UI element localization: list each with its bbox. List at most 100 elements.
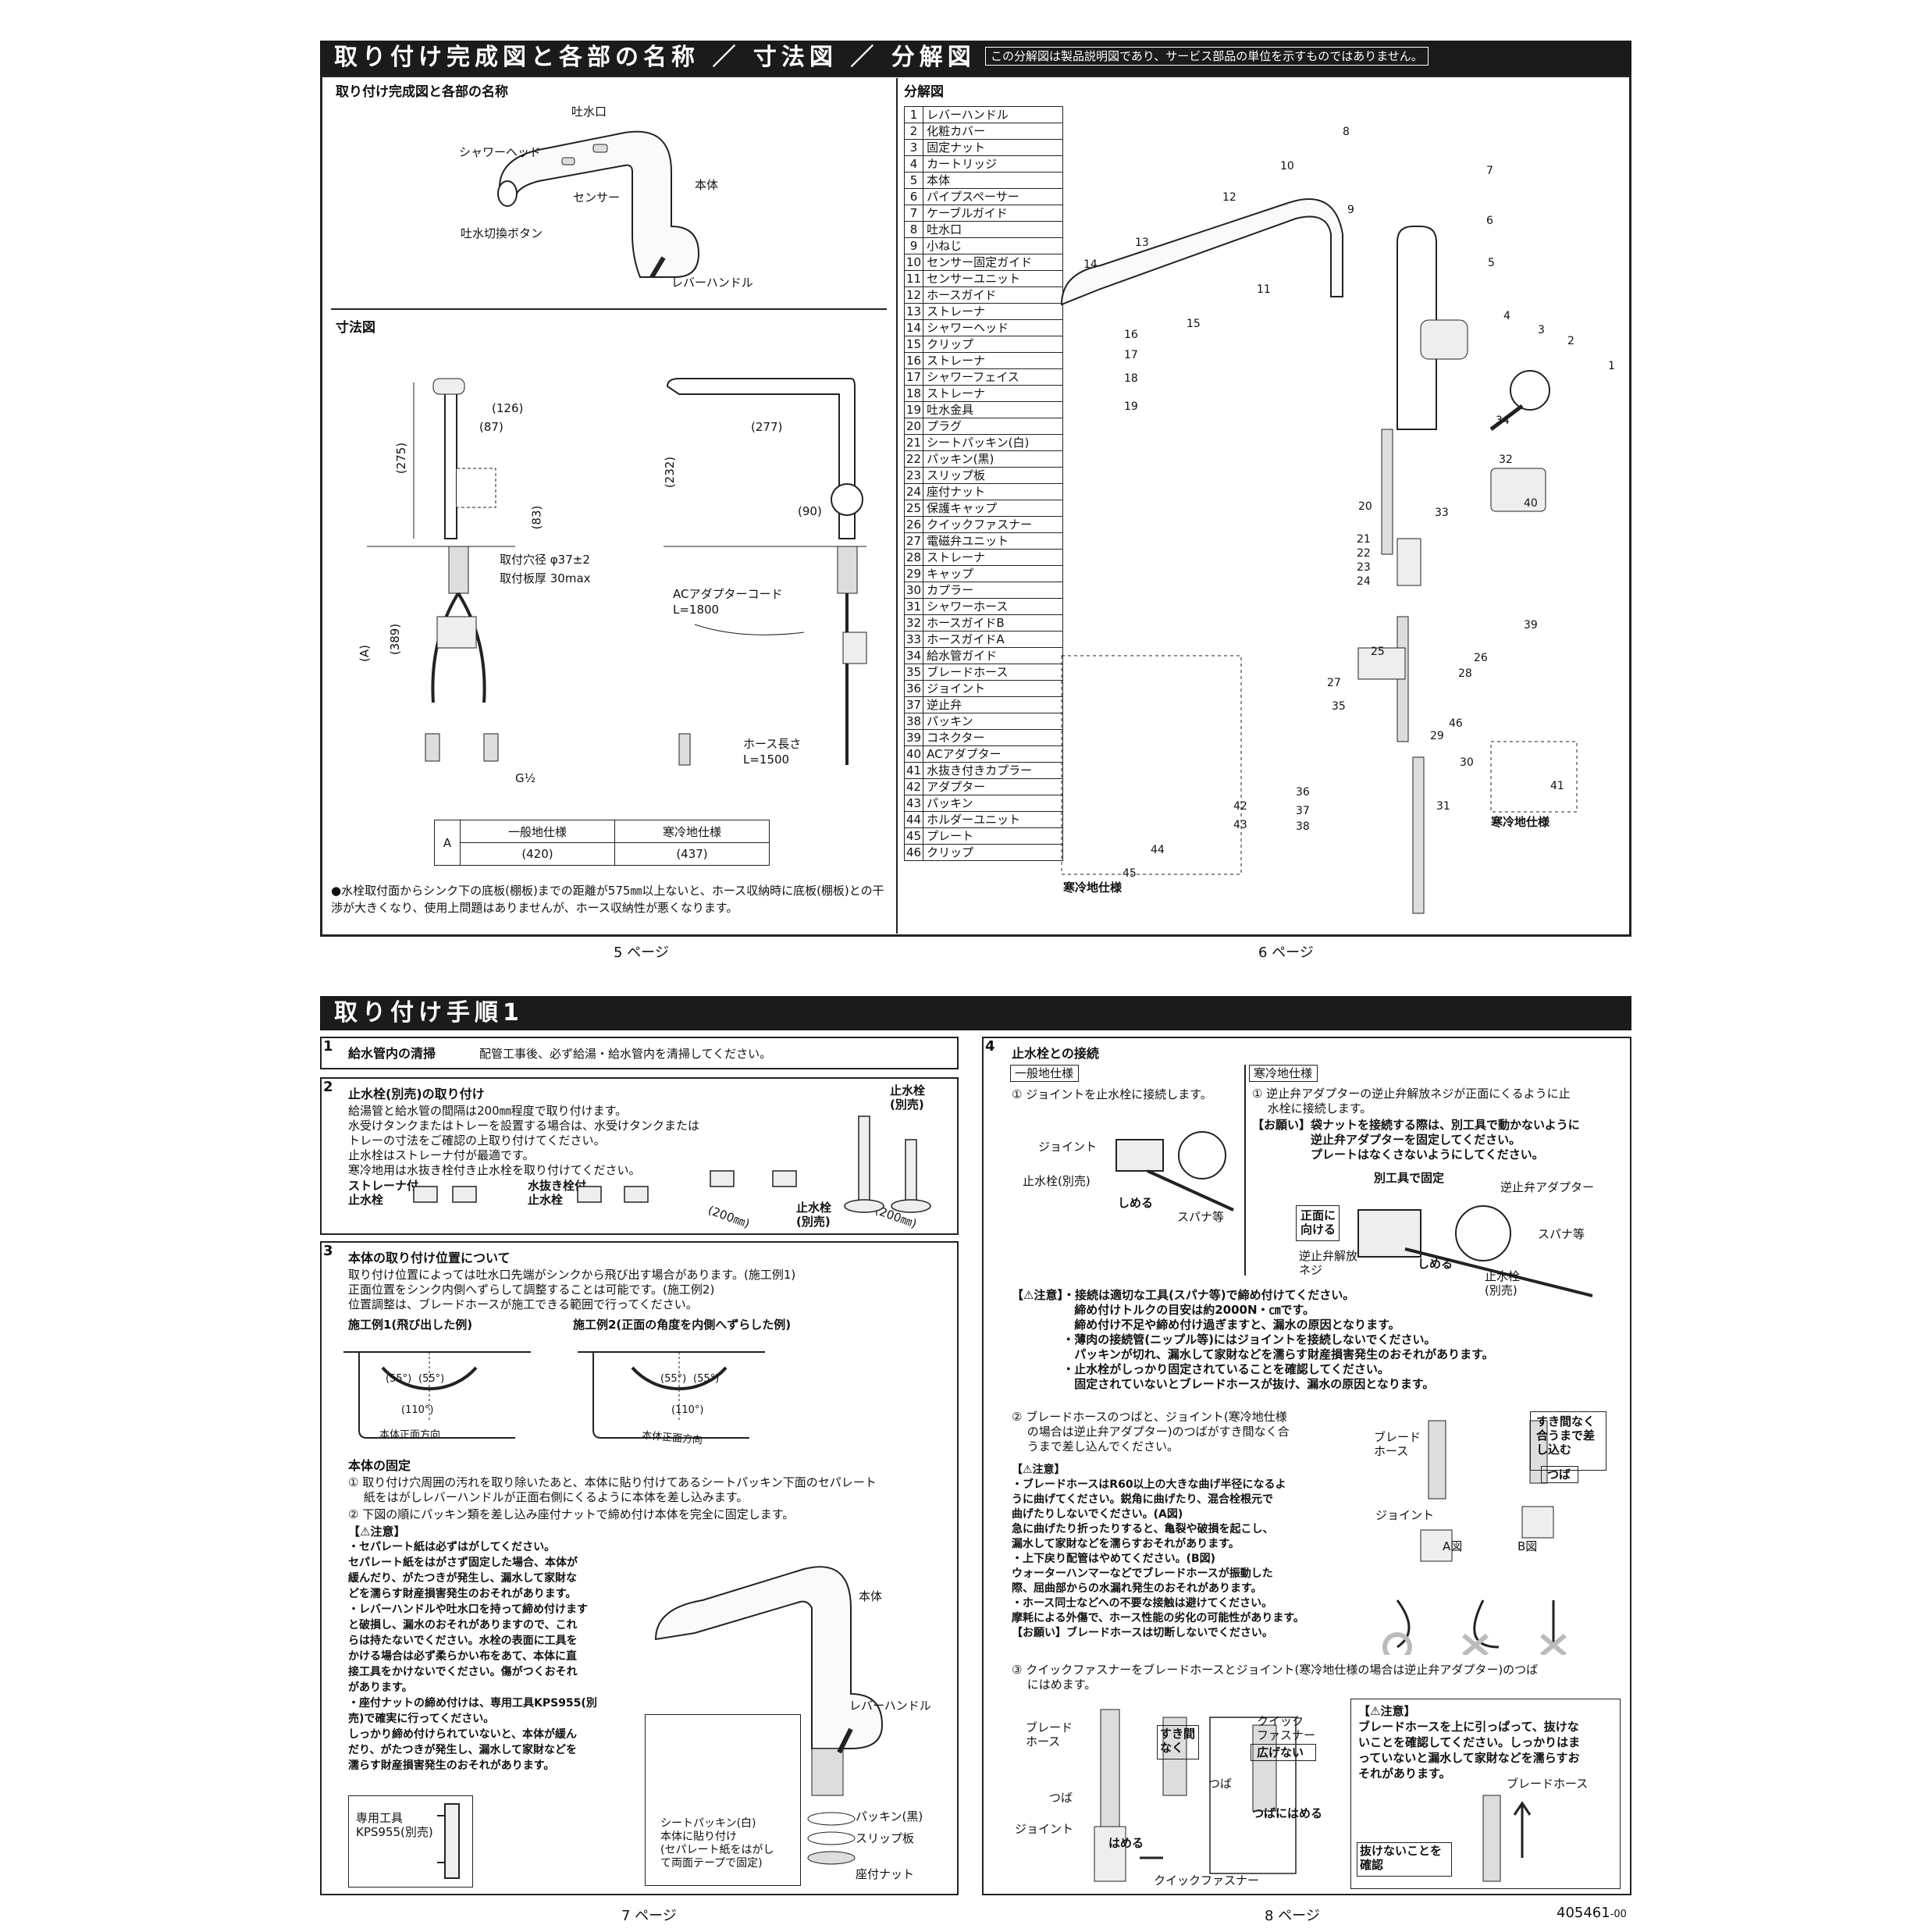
- parts-label: 座付ナット: [923, 483, 1064, 500]
- step-4-general-tag: [1010, 1065, 1079, 1082]
- step-4-step-3: ③ クイックファスナーをブレードホースとジョイント(寒冷地仕様の場合は逆止弁アダ…: [1012, 1663, 1539, 1692]
- step-3-example-2-diagram: [578, 1351, 765, 1439]
- exploded-callout: 46: [1449, 717, 1463, 730]
- parts-number: 7: [903, 205, 924, 222]
- step-3-text: 取り付け位置によっては吐水口先端がシンクから飛び出す場合があります。(施工例1)…: [348, 1268, 796, 1311]
- step-3-front-a: 本体正面方向: [379, 1429, 441, 1441]
- exploded-callout: 14: [1083, 258, 1098, 271]
- exploded-callout: 44: [1151, 844, 1165, 856]
- parts-label: ケーブルガイド: [923, 205, 1064, 222]
- label-lever: レバーハンドル: [671, 276, 753, 290]
- parts-number: 34: [903, 647, 924, 664]
- step-3-body-illustration: [654, 1566, 884, 1865]
- parts-number: 6: [903, 188, 924, 205]
- dim-hole: 取付穴径 φ37±2: [500, 553, 590, 567]
- dim-277: (277): [751, 420, 783, 434]
- dim-90: (90): [798, 504, 822, 518]
- parts-label: 本体: [923, 172, 1064, 189]
- parts-label: 小ねじ: [923, 237, 1064, 254]
- exploded-heading: 分解図: [904, 84, 944, 100]
- exploded-callout: 20: [1358, 500, 1372, 513]
- exploded-callout: 32: [1499, 454, 1513, 466]
- parts-number: 45: [903, 827, 924, 845]
- step-4-dont-spread: 広げない: [1257, 1745, 1304, 1759]
- exploded-callout: 7: [1486, 165, 1493, 177]
- step-4-gap-box: [1530, 1411, 1606, 1471]
- parts-number: 23: [903, 467, 924, 484]
- parts-number: 44: [903, 811, 924, 828]
- step-4-qf-2: クイック ファスナー: [1257, 1714, 1316, 1742]
- exploded-callout: 37: [1296, 805, 1310, 817]
- parts-label: 電磁弁ユニット: [923, 532, 1064, 550]
- exploded-callout: 9: [1347, 204, 1354, 216]
- exploded-callout: 43: [1233, 819, 1247, 831]
- dims-heading: 寸法図: [336, 320, 375, 336]
- step-4-separate-tool: 別工具で固定: [1374, 1171, 1445, 1185]
- step-4-face-front-box: [1296, 1205, 1340, 1241]
- step-4-figB: B図: [1517, 1539, 1538, 1553]
- parts-label: パイプスペーサー: [923, 188, 1064, 205]
- step-4-caution-3-box: [1350, 1699, 1621, 1889]
- parts-number: 5: [903, 172, 924, 189]
- parts-number: 9: [903, 237, 924, 254]
- step-2: [320, 1077, 959, 1235]
- step-1-number: 1: [323, 1038, 333, 1055]
- exploded-callout: 31: [1436, 800, 1450, 813]
- dimension-drawing-front: [664, 378, 867, 766]
- parts-number: 42: [903, 778, 924, 795]
- parts-number: 29: [903, 565, 924, 582]
- step-3-angle-55-b: (55°): [418, 1373, 445, 1385]
- parts-label: アダプター: [923, 778, 1064, 795]
- exploded-callout: 28: [1458, 667, 1472, 680]
- parts-label: カートリッジ: [923, 155, 1064, 173]
- step-3-fix-1: ① 取り付け穴周囲の汚れを取り除いたあと、本体に貼り付けてあるシートパッキン下面…: [348, 1475, 877, 1504]
- step-4: [982, 1037, 1631, 1895]
- step-4-dont-spread-box: [1251, 1744, 1316, 1761]
- parts-label: シャワーフェイス: [923, 368, 1064, 386]
- faucet-illustration: [497, 130, 700, 279]
- parts-label: 逆止弁: [923, 696, 1064, 713]
- exploded-callout: 25: [1371, 646, 1385, 658]
- exploded-callout: 19: [1124, 400, 1138, 413]
- dim-g12: G½: [515, 771, 536, 785]
- parts-number: 32: [903, 614, 924, 632]
- exploded-callout: 23: [1357, 561, 1371, 574]
- step-1: [320, 1037, 959, 1069]
- parts-label: コネクター: [923, 729, 1064, 746]
- step-4-cold-tag: [1249, 1065, 1318, 1082]
- doc-number: 405461-00: [1557, 1905, 1627, 1921]
- step-4-quick-fastener-illustration: [1094, 1709, 1297, 1882]
- parts-number: 25: [903, 500, 924, 517]
- parts-number: 41: [903, 762, 924, 779]
- exploded-callout: 29: [1430, 730, 1444, 742]
- cold-spec-label-1: 寒冷地仕様: [1063, 881, 1123, 895]
- step-4-no-gap-box: [1157, 1725, 1199, 1759]
- step-2-stop-valve-2: 止水栓 (別売): [796, 1201, 832, 1229]
- page-5: 5 ページ: [614, 945, 669, 961]
- exploded-callout: 35: [1332, 700, 1346, 713]
- parts-label: 固定ナット: [923, 139, 1064, 156]
- parts-label: ストレーナ: [923, 549, 1064, 566]
- step-4-caution-1: 【⚠注意】・接続は適切な工具(スパナ等)で締め付けてください。 締め付けトルクの…: [1012, 1288, 1494, 1391]
- step-4-braid-insert-illustration: [1382, 1420, 1567, 1655]
- parts-number: 37: [903, 696, 924, 713]
- spec-a: A: [434, 820, 461, 866]
- parts-number: 18: [903, 385, 924, 402]
- dim-83: (83): [529, 505, 544, 530]
